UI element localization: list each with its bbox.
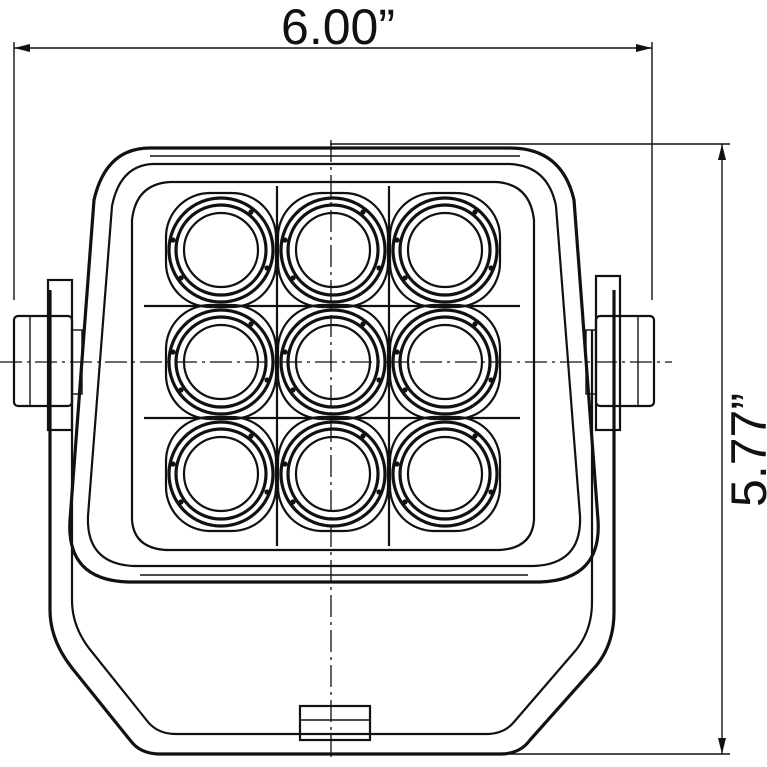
led-ring-notch	[472, 321, 478, 327]
led-ring-notch	[248, 321, 254, 327]
led-ring-notch	[170, 349, 176, 355]
led-cell	[164, 415, 278, 533]
led-lens	[182, 211, 260, 289]
led-ring-notch	[248, 433, 254, 439]
led-outer-ring	[391, 196, 499, 304]
led-ring-notch	[178, 275, 184, 281]
mounting-bracket	[48, 290, 616, 756]
led-lens	[406, 435, 484, 513]
led-middle-ring	[174, 427, 268, 521]
width-arrow-right	[636, 44, 652, 52]
led-ring-notch	[290, 387, 296, 393]
led-reflector	[276, 191, 390, 309]
led-ring-notch	[472, 209, 478, 215]
led-cell	[276, 191, 390, 309]
left-pivot-knob	[12, 278, 83, 432]
led-ring-notch	[290, 275, 296, 281]
led-ring-notch	[402, 499, 408, 505]
width-arrow-left	[14, 44, 30, 52]
led-middle-ring	[398, 203, 492, 297]
led-cell	[388, 415, 502, 533]
left-knob-body	[12, 314, 74, 408]
led-reflector	[164, 415, 278, 533]
led-ring-notch	[282, 461, 288, 467]
led-ring-notch	[376, 489, 382, 495]
led-outer-ring	[391, 420, 499, 528]
led-middle-ring	[286, 203, 380, 297]
bracket-inner	[70, 330, 594, 736]
led-grid	[144, 186, 520, 546]
led-cell	[388, 191, 502, 309]
led-lens	[294, 211, 372, 289]
led-cell	[276, 415, 390, 533]
center-lines	[0, 140, 672, 760]
led-cell	[164, 191, 278, 309]
led-ring-notch	[488, 489, 494, 495]
bracket-outer	[48, 290, 616, 756]
led-outer-ring	[279, 420, 387, 528]
led-lens	[182, 435, 260, 513]
led-middle-ring	[286, 427, 380, 521]
led-ring-notch	[402, 275, 408, 281]
led-ring-notch	[248, 209, 254, 215]
led-ring-notch	[178, 387, 184, 393]
led-ring-notch	[376, 265, 382, 271]
led-ring-notch	[488, 265, 494, 271]
led-ring-notch	[178, 499, 184, 505]
led-ring-notch	[360, 321, 366, 327]
led-outer-ring	[167, 196, 275, 304]
right-knob-body	[594, 314, 656, 408]
bracket-stud	[298, 704, 372, 742]
led-ring-notch	[290, 499, 296, 505]
led-ring-notch	[376, 377, 382, 383]
led-ring-notch	[488, 377, 494, 383]
housing-outer	[68, 146, 600, 584]
right-pivot-knob	[585, 274, 656, 432]
led-ring-notch	[170, 237, 176, 243]
led-lens	[294, 435, 372, 513]
led-outer-ring	[167, 420, 275, 528]
led-ring-notch	[472, 433, 478, 439]
led-reflector	[164, 191, 278, 309]
led-ring-notch	[360, 209, 366, 215]
led-lens	[406, 211, 484, 289]
housing-lens-frame	[130, 180, 536, 552]
width-dimension-label: 6.00”	[281, 0, 395, 55]
led-reflector	[276, 415, 390, 533]
light-housing	[68, 146, 600, 584]
led-ring-notch	[394, 237, 400, 243]
led-reflector	[164, 303, 278, 421]
width-dimension: 6.00”	[13, 0, 653, 300]
led-middle-ring	[174, 203, 268, 297]
led-reflector	[388, 191, 502, 309]
led-ring-notch	[394, 461, 400, 467]
led-ring-notch	[264, 265, 270, 271]
led-ring-notch	[282, 349, 288, 355]
led-outer-ring	[279, 196, 387, 304]
height-dimension: 5.77”	[330, 143, 767, 755]
led-ring-notch	[264, 377, 270, 383]
height-dimension-label: 5.77”	[721, 393, 767, 507]
led-ring-notch	[402, 387, 408, 393]
housing-bezel	[86, 162, 582, 568]
led-middle-ring	[398, 427, 492, 521]
led-ring-notch	[394, 349, 400, 355]
led-ring-notch	[264, 489, 270, 495]
height-arrow-top	[718, 144, 726, 160]
led-ring-notch	[170, 461, 176, 467]
led-ring-notch	[360, 433, 366, 439]
led-reflector	[388, 415, 502, 533]
height-arrow-bottom	[718, 738, 726, 754]
led-ring-notch	[282, 237, 288, 243]
